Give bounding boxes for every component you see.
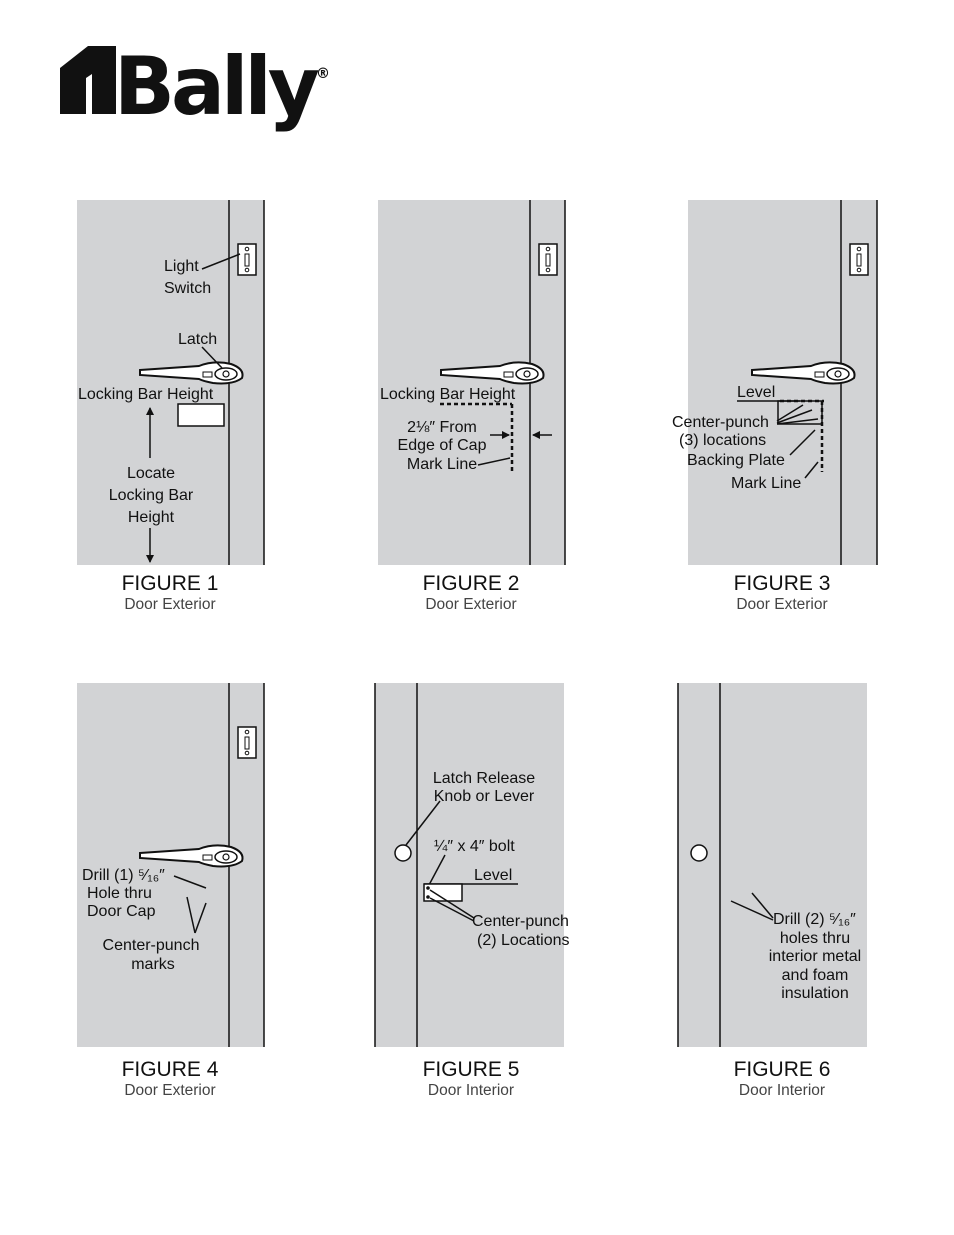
- leader-line: [429, 889, 475, 919]
- leader-line: [201, 346, 223, 369]
- figure-1: Light Switch Latch Locking Bar Height Lo…: [77, 200, 265, 613]
- label-marks: marks: [131, 956, 175, 973]
- leader-line: [429, 897, 475, 922]
- logo-mark-icon: [60, 46, 116, 114]
- bally-logo: Bally ®: [60, 40, 330, 133]
- label-door-cap: Door Cap: [87, 903, 156, 920]
- label-hole-thru: Hole thru: [87, 885, 152, 902]
- label-drill: Drill (2) ⁵⁄₁₆″: [773, 911, 856, 928]
- latch-release-knob-icon: [690, 844, 708, 862]
- label-edge-of-cap: Edge of Cap: [398, 437, 487, 454]
- leader-line: [428, 854, 446, 886]
- door-handle-icon: [440, 361, 545, 385]
- label-center-punch: Center-punch: [103, 937, 200, 954]
- punch-mark: [426, 886, 430, 890]
- label-insulation: insulation: [781, 985, 849, 1002]
- light-switch-icon: [237, 243, 257, 276]
- light-switch-icon: [538, 243, 558, 276]
- latch-release-knob-icon: [394, 844, 412, 862]
- label-center-punch: Center-punch: [672, 414, 769, 431]
- label-interior-metal: interior metal: [769, 948, 861, 965]
- label-level: Level: [737, 384, 775, 401]
- locking-bar-rect: [177, 403, 225, 427]
- door-handle-icon: [751, 361, 856, 385]
- logo-wordmark: Bally: [114, 40, 319, 133]
- leader-line: [751, 892, 774, 919]
- label-three-locations: (3) locations: [679, 432, 766, 449]
- label-backing-plate: Backing Plate: [687, 452, 785, 469]
- light-switch-icon: [849, 243, 869, 276]
- figure-subtitle: Door Exterior: [124, 1082, 215, 1099]
- label-switch: Switch: [164, 280, 211, 297]
- figure-title: FIGURE 5: [423, 1058, 520, 1081]
- figure-6: Drill (2) ⁵⁄₁₆″ holes thru interior meta…: [677, 683, 867, 1099]
- figure-title: FIGURE 2: [423, 572, 520, 595]
- leader-line: [477, 457, 511, 466]
- door-panel: [375, 683, 564, 1047]
- figure-title: FIGURE 3: [734, 572, 831, 595]
- door-handle-icon: [139, 361, 244, 385]
- label-holes-thru: holes thru: [780, 930, 850, 947]
- label-level: Level: [474, 867, 512, 884]
- bolt-plate-rect: [423, 883, 463, 902]
- figure-title: FIGURE 6: [734, 1058, 831, 1081]
- label-center-punch: Center-punch: [472, 913, 569, 930]
- backing-plate-rect: [777, 400, 823, 425]
- figure-subtitle: Door Exterior: [124, 596, 215, 613]
- door-panel: [378, 200, 565, 565]
- leader-line: [789, 429, 816, 456]
- leader-line: [776, 404, 804, 422]
- leader-line: [405, 800, 441, 846]
- leader-line: [201, 253, 241, 270]
- label-locking-bar: Locking Bar: [109, 487, 194, 504]
- leader-line: [186, 896, 196, 934]
- door-panel: [688, 200, 877, 565]
- leader-line: [730, 900, 774, 921]
- light-switch-icon: [237, 726, 257, 759]
- label-locking-bar-height: Locking Bar Height: [380, 386, 516, 403]
- door-panel: [678, 683, 867, 1047]
- figure-3: Level Center-punch (3) locations Backing…: [672, 200, 878, 613]
- label-knob-or-lever: Knob or Lever: [434, 788, 535, 805]
- figure-title: FIGURE 4: [122, 1058, 219, 1081]
- label-latch-release: Latch Release: [433, 770, 535, 787]
- leader-line: [776, 409, 813, 424]
- leader-line: [173, 875, 207, 889]
- figure-subtitle: Door Interior: [739, 1082, 825, 1099]
- leader-line: [804, 461, 819, 479]
- label-light: Light: [164, 258, 199, 275]
- figure-4: Drill (1) ⁵⁄₁₆″ Hole thru Door Cap Cente…: [77, 683, 265, 1099]
- label-mark-line: Mark Line: [731, 475, 801, 492]
- label-mark-line: Mark Line: [407, 456, 477, 473]
- label-locate: Locate: [127, 465, 175, 482]
- label-drill: Drill (1) ⁵⁄₁₆″: [82, 867, 165, 884]
- label-bolt: ¼″ x 4″ bolt: [434, 838, 515, 855]
- label-latch: Latch: [178, 331, 217, 348]
- figure-subtitle: Door Interior: [428, 1082, 514, 1099]
- figure-subtitle: Door Exterior: [736, 596, 827, 613]
- leader-line: [776, 418, 819, 425]
- label-locking-bar-height: Locking Bar Height: [78, 386, 214, 403]
- punch-mark: [426, 895, 430, 899]
- label-two-locations: (2) Locations: [477, 932, 570, 949]
- figure-5: Latch Release Knob or Lever ¼″ x 4″ bolt…: [374, 683, 570, 1099]
- figure-2: Locking Bar Height 2⅛″ From Edge of Cap …: [378, 200, 566, 613]
- figure-subtitle: Door Exterior: [425, 596, 516, 613]
- registered-mark: ®: [316, 66, 330, 82]
- label-height: Height: [128, 509, 175, 526]
- door-handle-icon: [139, 844, 244, 868]
- leader-line: [194, 902, 207, 934]
- label-from: 2⅛″ From: [407, 419, 477, 436]
- label-and-foam: and foam: [782, 967, 849, 984]
- figure-title: FIGURE 1: [122, 572, 219, 595]
